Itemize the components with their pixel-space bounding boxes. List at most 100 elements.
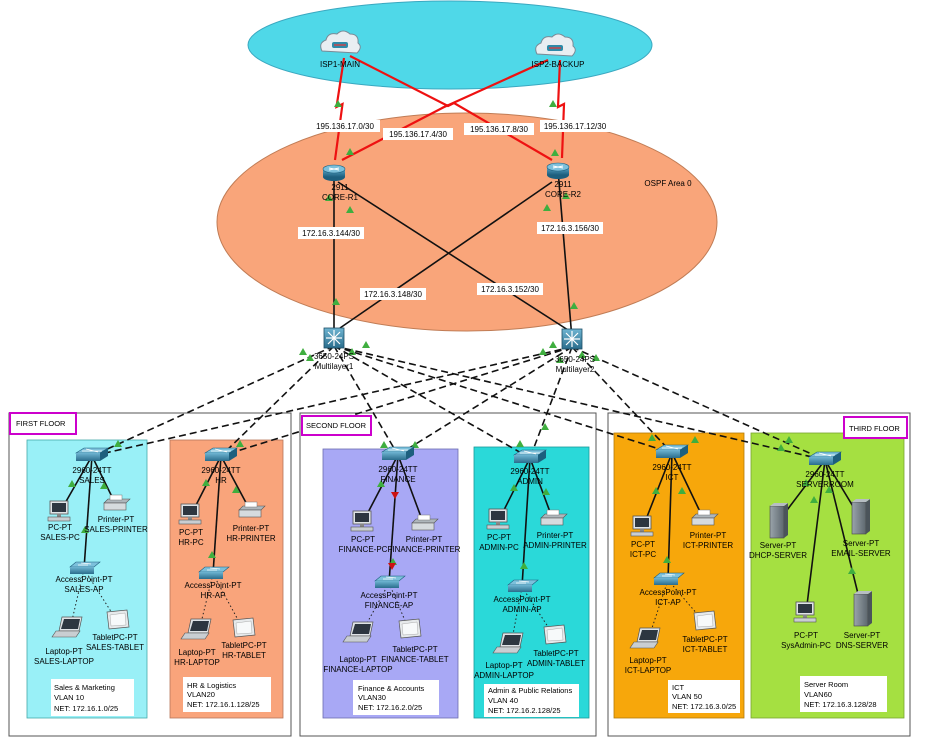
access-link-ap-sales	[83, 455, 93, 570]
link-status-indicator-47	[848, 567, 856, 574]
ict-info-name: ICT	[672, 683, 685, 692]
access-link-sysadmin	[805, 459, 826, 614]
core-link-2-text: 172.16.3.156/30	[541, 224, 599, 233]
link-status-indicator-31	[100, 482, 108, 489]
admin-pc-icon-stand	[496, 522, 500, 525]
link-status-indicator-8	[570, 302, 578, 309]
hr-info-vlan: VLAN20	[187, 690, 215, 699]
hr-laptop-icon-screen	[190, 621, 209, 631]
finance-info-box	[353, 680, 439, 715]
link-status-indicator-46	[810, 496, 818, 503]
hr-printer-icon-body	[238, 509, 262, 518]
link-status-indicator-25	[516, 440, 524, 447]
link-status-indicator-36	[377, 480, 385, 487]
finance-tablet-name: FINANCE-TABLET	[381, 655, 449, 664]
hr-info-name: HR & Logistics	[187, 681, 236, 690]
first-floor-label: FIRST FLOOR	[9, 412, 77, 435]
link-status-indicator-19	[578, 351, 586, 358]
multilayer2-switch-icon	[561, 328, 583, 350]
core-link-1-text: 172.16.3.144/30	[302, 229, 360, 238]
link-status-indicator-2	[549, 100, 557, 107]
serverroom-switch-name: SERVERROOM	[796, 480, 854, 489]
hr-pc-icon	[178, 503, 202, 525]
admin-pc-name: ADMIN-PC	[479, 543, 519, 552]
ict-tablet-type: TabletPC-PT	[682, 635, 727, 644]
sales-pc-icon-stand	[57, 514, 61, 517]
admin-access-point-icon	[507, 579, 539, 592]
isp-cloud-zone	[247, 0, 653, 90]
finance-link-down-indicator-1	[391, 492, 399, 499]
dhcp-server-icon	[769, 503, 788, 539]
ict-pc-name: ICT-PC	[630, 550, 656, 559]
ict-access-point-icon-arrows	[662, 573, 676, 577]
serverroom-switch-icon	[807, 451, 843, 465]
finance-info-name: Finance & Accounts	[358, 684, 425, 693]
hr-laptop-name: HR-LAPTOP	[174, 658, 220, 667]
sales-pc-icon	[47, 500, 71, 522]
sales-laptop-type: Laptop-PT	[45, 647, 82, 656]
hr-switch-icon-front	[205, 453, 229, 461]
dist-link-ml1-admin	[333, 345, 531, 459]
admin-switch-icon-side	[538, 450, 546, 463]
hr-ap-type: AccessPoint-PT	[185, 581, 242, 590]
finance-laptop-type: Laptop-PT	[339, 655, 376, 664]
ict-switch-icon-front	[656, 450, 680, 458]
core-link-r2-ml2	[557, 169, 573, 340]
core-link-r2-ml1	[339, 181, 553, 329]
wan-link-label-4: 195.136.17.12/30	[540, 120, 610, 132]
ict-ap-name: ICT-AP	[655, 598, 681, 607]
wan-link-1-text: 195.136.17.0/30	[316, 122, 374, 131]
sales-printer-type: Printer-PT	[98, 515, 135, 524]
ml1-model: 3650-24PS	[314, 352, 354, 361]
sales-pc-type: PC-PT	[48, 523, 72, 532]
admin-laptop-icon-screen	[502, 635, 521, 645]
ict-switch-icon	[654, 444, 690, 458]
link-status-indicator-24	[541, 423, 549, 430]
finance-pc-name: FINANCE-PC	[339, 545, 388, 554]
hr-access-point-icon	[198, 566, 230, 579]
ict-pc-icon	[630, 515, 654, 537]
hr-printer-name: HR-PRINTER	[226, 534, 276, 543]
admin-info-net: NET: 172.16.2.128/25	[488, 706, 561, 715]
admin-switch-icon-front	[514, 455, 538, 463]
link-status-indicator-1	[334, 100, 342, 107]
ict-printer-icon-body	[691, 517, 715, 526]
ict-printer-type: Printer-PT	[690, 531, 727, 540]
finance-ap-name: FINANCE-AP	[365, 601, 413, 610]
sales-printer-name: SALES-PRINTER	[84, 525, 148, 534]
sales-tablet-name: SALES-TABLET	[86, 643, 144, 652]
ict-switch-model: 2960-24TT	[652, 463, 691, 472]
hr-switch-icon-arrows	[211, 448, 231, 453]
sales-switch-icon-arrows	[82, 448, 102, 453]
ict-access-point-icon	[653, 572, 685, 585]
access-link-ap-hr	[212, 455, 222, 575]
core-r2-name: CORE-R2	[545, 190, 582, 199]
finance-pc-icon-screen	[355, 513, 369, 522]
admin-pc-icon	[486, 508, 510, 530]
admin-ap-name: ADMIN-AP	[502, 605, 541, 614]
sales-info-name: Sales & Marketing	[54, 683, 115, 692]
third-floor-label: THIRD FLOOR	[843, 416, 908, 439]
sales-area	[26, 439, 148, 719]
admin-laptop-name: ADMIN-LAPTOP	[474, 671, 534, 680]
link-status-indicator-38	[510, 484, 518, 491]
link-status-indicator-9	[346, 206, 354, 213]
hr-pc-icon-stand	[188, 517, 192, 520]
sales-ap-name: SALES-AP	[64, 585, 103, 594]
hr-printer-type: Printer-PT	[233, 524, 270, 533]
hr-tablet-icon-screen	[235, 620, 253, 635]
sales-tablet-icon	[106, 609, 130, 630]
sysadmin-pc-icon-stand	[803, 615, 807, 618]
wan-link-2-text: 195.136.17.4/30	[389, 130, 447, 139]
multilayer2-switch-icon-arrows	[564, 331, 580, 347]
finance-laptop-icon	[342, 621, 374, 643]
admin-access-point-icon-arrows	[516, 580, 530, 584]
admin-info-name: Admin & Public Relations	[488, 686, 572, 695]
finance-printer-icon-paper	[417, 514, 431, 521]
finance-printer-type: Printer-PT	[406, 535, 443, 544]
dns-server-icon-front	[853, 593, 869, 627]
link-status-indicator-45	[825, 486, 833, 493]
isp2-label: ISP2-BACKUP	[532, 60, 585, 69]
dns-server-icon-side	[868, 591, 872, 626]
